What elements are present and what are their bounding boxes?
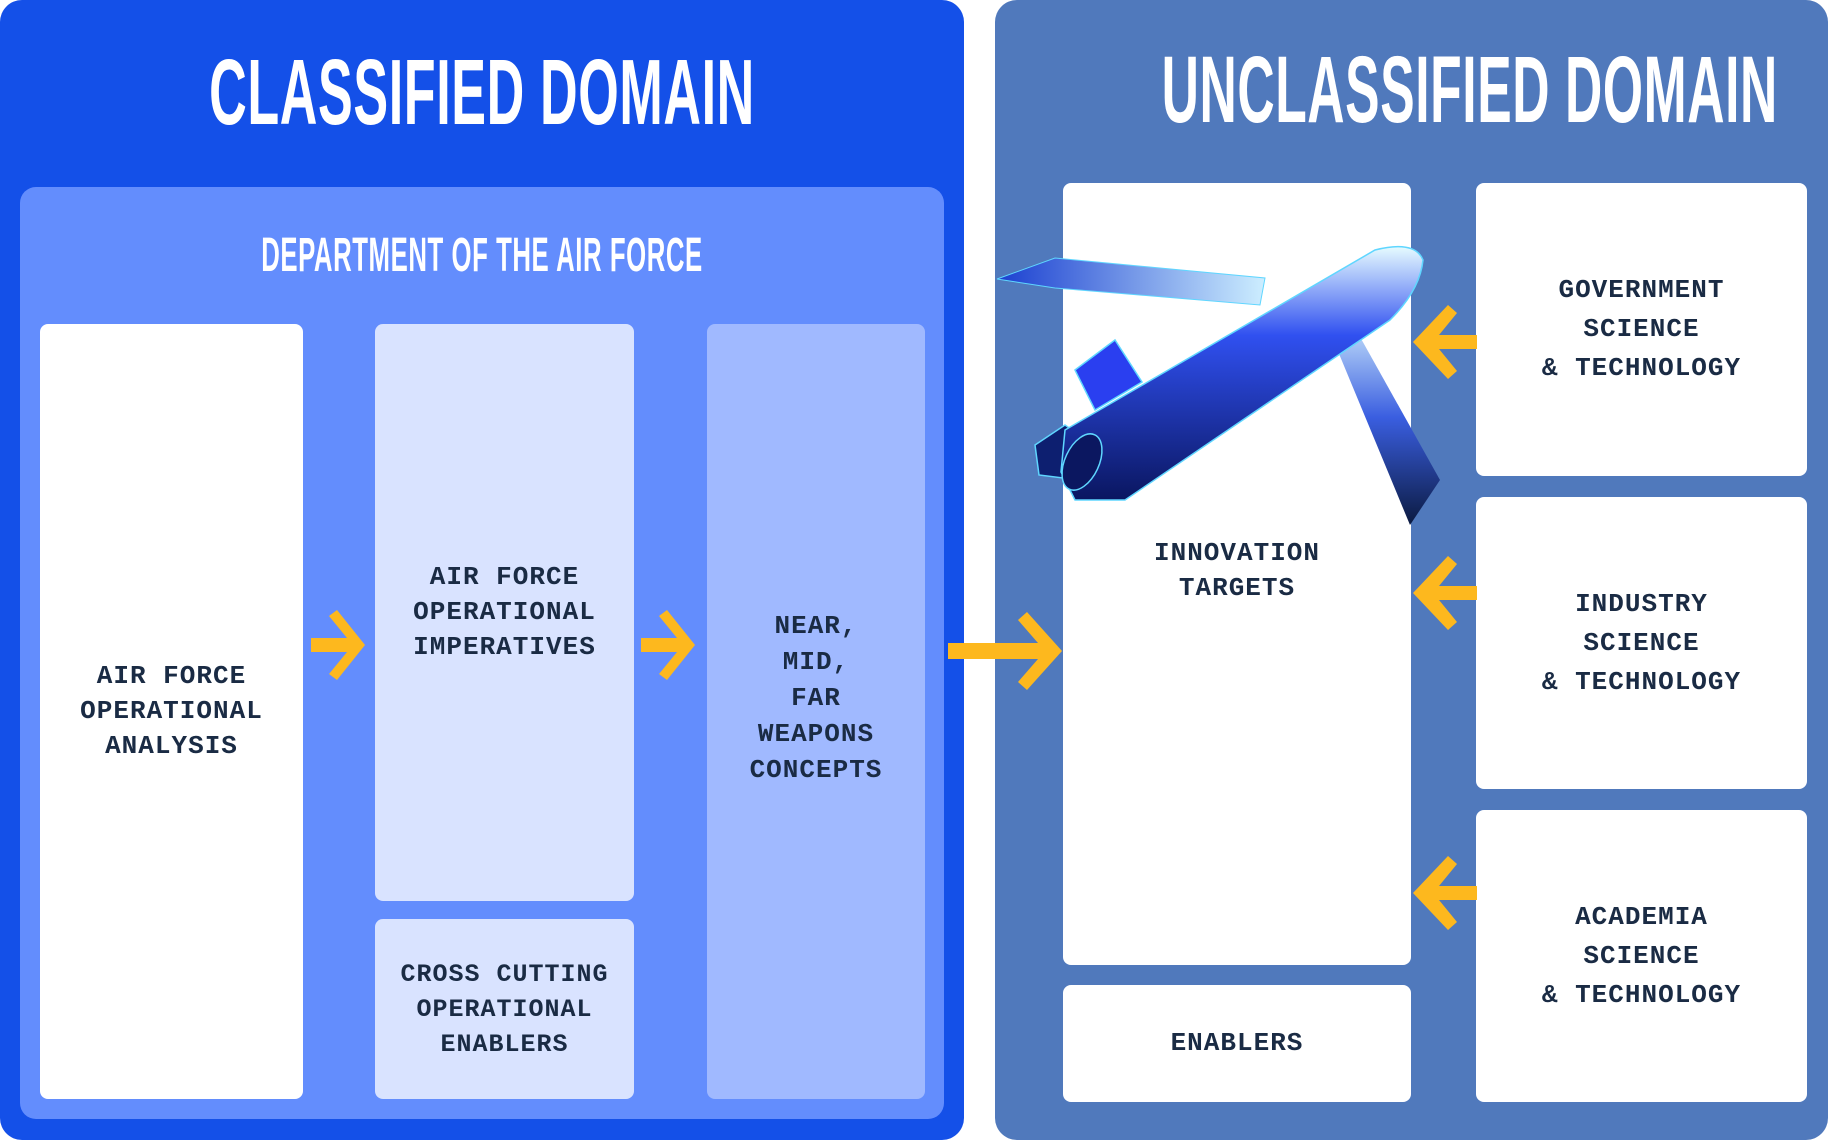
arrow-left-icon [1413, 305, 1477, 379]
cross-cutting-enablers-box: CROSS CUTTING OPERATIONAL ENABLERS [375, 919, 634, 1099]
arrow-left-icon [1413, 556, 1477, 630]
arrow-right-icon [641, 610, 695, 680]
weapons-concepts-box: NEAR, MID, FAR WEAPONS CONCEPTS [707, 324, 925, 1099]
classified-domain-title: CLASSIFIED DOMAIN [209, 40, 755, 144]
operational-analysis-box: AIR FORCE OPERATIONAL ANALYSIS [40, 324, 303, 1099]
unclassified-domain-title: UNCLASSIFIED DOMAIN [1161, 37, 1778, 143]
arrow-right-large-icon [948, 612, 1062, 690]
operational-imperatives-box: AIR FORCE OPERATIONAL IMPERATIVES [375, 324, 634, 901]
academia-st-box: ACADEMIA SCIENCE & TECHNOLOGY [1476, 810, 1807, 1102]
government-st-box: GOVERNMENT SCIENCE & TECHNOLOGY [1476, 183, 1807, 476]
enablers-box: ENABLERS [1063, 985, 1411, 1102]
aircraft-illustration [996, 245, 1440, 525]
arrow-right-icon [311, 610, 365, 680]
department-air-force-title: DEPARTMENT OF THE AIR FORCE [261, 226, 703, 282]
industry-st-box: INDUSTRY SCIENCE & TECHNOLOGY [1476, 497, 1807, 789]
arrow-left-icon [1413, 856, 1477, 930]
